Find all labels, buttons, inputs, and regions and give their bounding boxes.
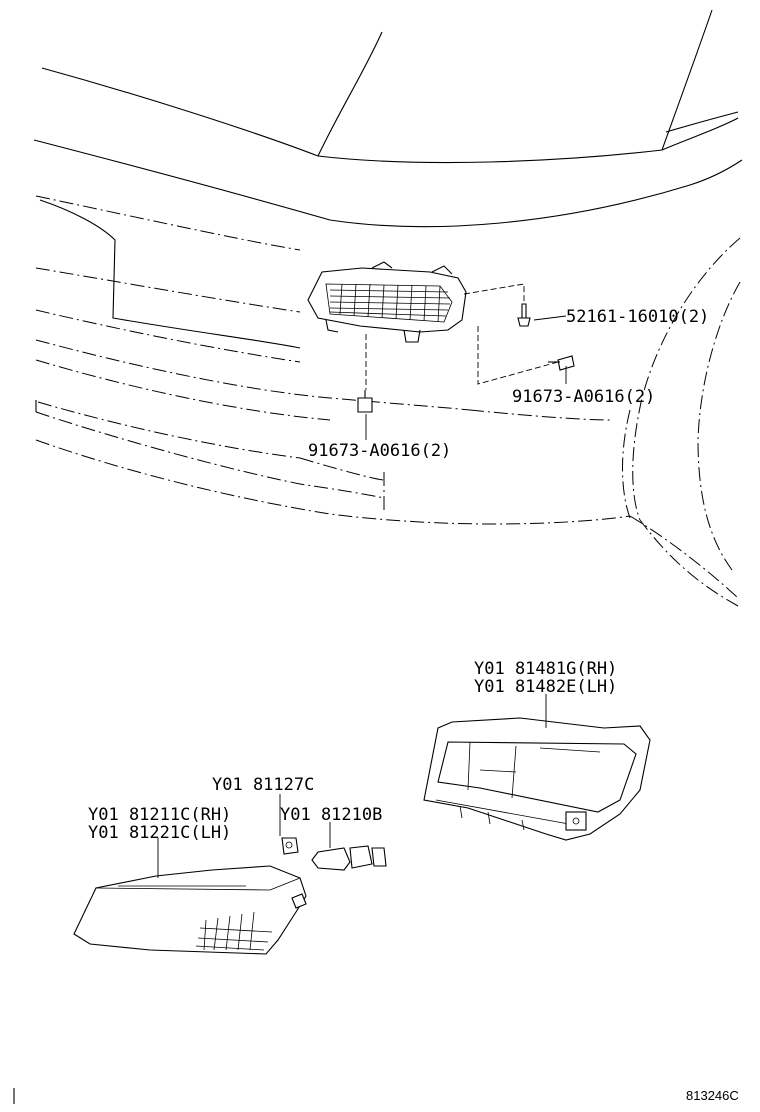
label-frame-rh[interactable]: Y01 81481G(RH): [474, 659, 617, 679]
label-screw-right[interactable]: 91673-A0616(2): [512, 387, 655, 407]
upper-leader-lines: [365, 283, 567, 440]
clip-part: [517, 303, 531, 327]
screw-part-right: [548, 355, 575, 371]
vehicle-body-outline: [33, 9, 743, 607]
label-bulb[interactable]: Y01 81210B: [280, 805, 382, 825]
lower-leader-lines: [157, 694, 547, 878]
label-lamp-rh[interactable]: Y01 81211C(RH): [88, 805, 231, 825]
bulb-part: [311, 845, 387, 871]
reflector-grid: [329, 283, 451, 323]
socket-part: [281, 837, 299, 855]
lens-pattern: [195, 911, 273, 951]
lamp-frame-part: [423, 717, 651, 841]
label-clip-52161[interactable]: 52161-16010(2): [566, 307, 709, 327]
label-frame-lh[interactable]: Y01 81482E(LH): [474, 677, 617, 697]
side-lamp-lens-part: [73, 865, 307, 955]
label-screw-lower[interactable]: 91673-A0616(2): [308, 441, 451, 461]
screw-part-lower: [357, 390, 373, 413]
bumper-reflector-assembly: [307, 261, 467, 343]
label-socket[interactable]: Y01 81127C: [212, 775, 314, 795]
label-lamp-lh[interactable]: Y01 81221C(LH): [88, 823, 231, 843]
illustration-code: 813246C: [686, 1088, 739, 1103]
